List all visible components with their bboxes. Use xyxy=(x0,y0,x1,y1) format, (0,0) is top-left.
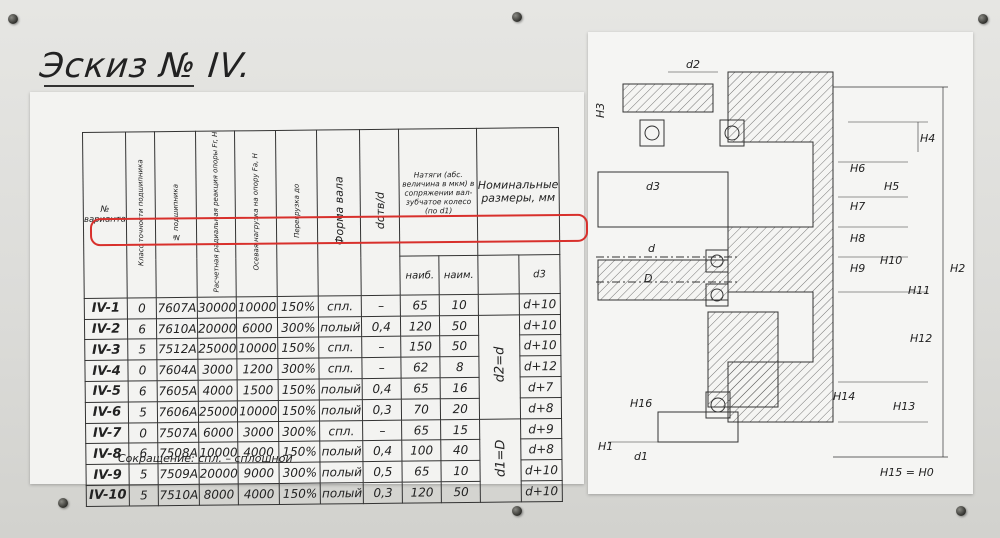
label-h10: H10 xyxy=(880,254,902,267)
table-sheet xyxy=(30,92,584,484)
pin-icon xyxy=(512,12,522,22)
label-h13: H13 xyxy=(893,400,915,413)
assembly-drawing: d2 H3 H4 H5 H6 H7 H8 H9 H10 H11 H12 H13 … xyxy=(594,58,965,479)
pin-icon xyxy=(8,14,18,24)
row-highlight-marker xyxy=(89,213,589,247)
col-overload: Перегрузка до xyxy=(275,130,319,297)
col-interference-min: наим. xyxy=(439,255,479,295)
pin-icon xyxy=(512,506,522,516)
col-axial-load: Осевая нагрузка на опору Fa, Н xyxy=(234,130,278,297)
table-row: IV-2 6 7610A 20000 6000 300% полый 0,4 1… xyxy=(84,314,561,419)
bottom-flange xyxy=(657,411,739,443)
label-h4: H4 xyxy=(920,132,935,145)
label-h5: H5 xyxy=(884,180,899,193)
label-h9: H9 xyxy=(850,262,865,275)
col-radial-load: Расчетная радиальная реакция опоры Fr, Н xyxy=(195,130,237,298)
bearing-icon xyxy=(705,283,729,307)
variants-table: № варианта Класс точности подшипника № п… xyxy=(82,127,563,507)
merged-d1-eq-D: d1=D xyxy=(479,418,522,503)
label-h16: H16 xyxy=(630,397,652,410)
bearing-icon xyxy=(719,119,745,147)
label-d2: d2 xyxy=(686,58,700,71)
shaft-lower xyxy=(597,259,729,301)
label-d1: d1 xyxy=(634,450,648,463)
footnote: Сокращение: спл. – сплошной xyxy=(118,452,293,465)
label-h11: H11 xyxy=(908,284,930,297)
label-h3: H3 xyxy=(594,103,607,118)
label-h2: H2 xyxy=(950,262,965,275)
pin-icon xyxy=(58,498,68,508)
col-interference-max: наиб. xyxy=(400,256,440,296)
label-D: D xyxy=(644,272,652,285)
col-variant: № варианта xyxy=(82,132,128,299)
sketch-title: Эскиз № IV. xyxy=(37,46,254,86)
pin-icon xyxy=(956,506,966,516)
col-d3: d3 xyxy=(518,254,561,294)
label-h12: H12 xyxy=(910,332,932,345)
table-row: IV-7 0 7507A 6000 3000 300% спл. – 65 15… xyxy=(85,418,562,503)
label-d3: d3 xyxy=(646,180,660,193)
label-h7: H7 xyxy=(850,200,865,213)
col-accuracy-class: Класс точности подшипника xyxy=(125,131,157,298)
label-h6: H6 xyxy=(850,162,865,175)
merged-d2-eq-d: d2=d xyxy=(478,314,521,419)
gear-hub xyxy=(707,311,779,408)
cap-section xyxy=(622,83,714,113)
shaft-upper xyxy=(597,171,729,228)
title-underline xyxy=(44,85,194,87)
col-shaft-form: Форма вала xyxy=(316,129,362,296)
bearing-icon xyxy=(705,391,731,419)
col-bearing-no: № подшипника xyxy=(154,131,198,298)
bearing-icon xyxy=(705,249,729,273)
pin-icon xyxy=(978,14,988,24)
bearing-icon xyxy=(639,119,665,147)
col-d-ratio: dотв/d xyxy=(359,129,401,296)
label-h1: H1 xyxy=(598,440,613,453)
label-h8: H8 xyxy=(850,232,865,245)
label-h14: H14 xyxy=(833,390,855,403)
col-nominal-blank xyxy=(478,255,520,295)
housing-section xyxy=(727,71,834,423)
label-h15: H15 = H0 xyxy=(880,466,934,479)
label-d: d xyxy=(648,242,656,255)
